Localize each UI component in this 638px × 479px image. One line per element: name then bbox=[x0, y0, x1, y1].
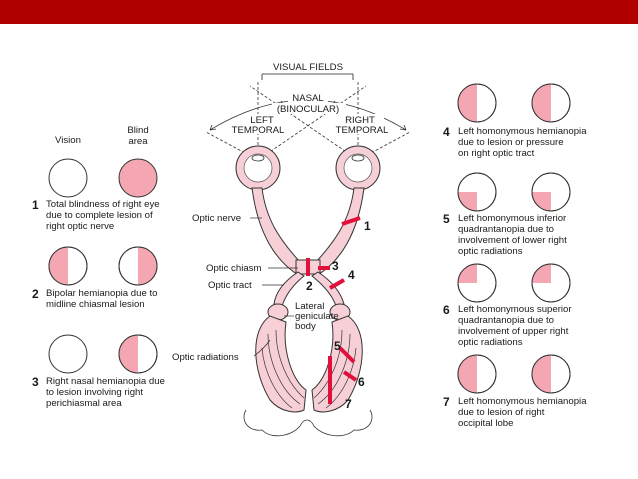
optic-pathway bbox=[251, 187, 365, 413]
lesion-7-number: 7 bbox=[345, 397, 352, 411]
field-4-right bbox=[531, 83, 571, 123]
lesion-4-label-number: 4 bbox=[443, 125, 450, 139]
lesion-2-number: 2 bbox=[306, 279, 313, 293]
visual-fields-label: VISUAL FIELDS bbox=[273, 62, 343, 73]
lesion-3-line: to lesion involving right bbox=[46, 387, 144, 398]
optic-radiations-label: Optic radiations bbox=[172, 352, 239, 363]
occipital-outline bbox=[243, 409, 373, 437]
lesion-3-number: 3 bbox=[332, 259, 339, 273]
field-3-left bbox=[48, 334, 88, 374]
radiation-fibers bbox=[261, 329, 357, 409]
vision-column-header: Vision bbox=[55, 135, 81, 146]
lesion-5-label-number: 5 bbox=[443, 212, 450, 226]
lesion-7-label-number: 7 bbox=[443, 395, 450, 409]
geniculate-label: geniculate bbox=[295, 311, 339, 322]
header-bar bbox=[0, 0, 638, 24]
lesion-4-mark bbox=[329, 278, 345, 290]
optic-chiasm-label: Optic chiasm bbox=[206, 263, 261, 274]
lesion-2-label-number: 2 bbox=[32, 287, 39, 301]
lesion-7-line: due to lesion of right bbox=[458, 407, 545, 418]
leader-lines bbox=[250, 217, 298, 357]
right-temporal-label: TEMPORAL bbox=[336, 125, 389, 136]
lesion-7-line: Left homonymous hemianopia bbox=[458, 396, 587, 407]
lesion-7-line: occipital lobe bbox=[458, 418, 514, 429]
field-5-left bbox=[457, 172, 497, 212]
field-6-right bbox=[531, 263, 571, 303]
lesion-marks bbox=[306, 216, 361, 404]
lesion-6-line: involvement of upper right bbox=[458, 326, 569, 337]
lesion-1-line: Total blindness of right eye bbox=[46, 199, 160, 210]
lesion-4-line: Left homonymous hemianopia bbox=[458, 126, 587, 137]
lesion-1-number: 1 bbox=[364, 219, 371, 233]
lesion-5-number: 5 bbox=[334, 339, 341, 353]
optic-tract-label: Optic tract bbox=[208, 280, 252, 291]
lesion-1-mark bbox=[341, 216, 361, 226]
lesion-4-line: on right optic tract bbox=[458, 148, 535, 159]
body-label: body bbox=[295, 321, 316, 332]
lesion-6-line: quadrantanopia due to bbox=[458, 315, 555, 326]
lesion-2-line: Bipolar hemianopia due to bbox=[46, 288, 158, 299]
field-2-right bbox=[118, 246, 158, 286]
left-temporal-label: TEMPORAL bbox=[232, 125, 285, 136]
field-4-left bbox=[457, 83, 497, 123]
lesion-1-line: due to complete lesion of bbox=[46, 210, 153, 221]
field-2-left bbox=[48, 246, 88, 286]
lateral-label: Lateral bbox=[295, 301, 324, 312]
lesion-2-line: midline chiasmal lesion bbox=[46, 299, 145, 310]
lesion-5-line: quadrantanopia due to bbox=[458, 224, 555, 235]
field-1-blind bbox=[118, 158, 158, 198]
right-label: RIGHT bbox=[345, 115, 375, 126]
field-3-right bbox=[118, 334, 158, 374]
lesion-1-label-number: 1 bbox=[32, 198, 39, 212]
lesion-3-line: Right nasal hemianopia due bbox=[46, 376, 165, 387]
lesion-4-line: due to lesion or pressure bbox=[458, 137, 564, 148]
lesion-6-line: optic radiations bbox=[458, 337, 523, 348]
lesion-6-mark bbox=[342, 370, 358, 382]
lesion-3-label-number: 3 bbox=[32, 375, 39, 389]
field-6-left bbox=[457, 263, 497, 303]
lesion-5-mark bbox=[338, 346, 356, 364]
nasal-label: NASAL bbox=[292, 93, 324, 104]
lesion-5-line: involvement of lower right bbox=[458, 235, 567, 246]
lesion-5-line: optic radiations bbox=[458, 246, 523, 257]
field-1-vision bbox=[48, 158, 88, 198]
right-eye bbox=[335, 145, 381, 191]
lesion-4-number: 4 bbox=[348, 268, 355, 282]
field-7-left bbox=[457, 354, 497, 394]
binocular-label: (BINOCULAR) bbox=[277, 104, 339, 115]
field-5-right bbox=[531, 172, 571, 212]
lesion-1-line: right optic nerve bbox=[46, 221, 115, 232]
left-eye bbox=[235, 145, 281, 191]
field-7-right bbox=[531, 354, 571, 394]
optic-nerve-label: Optic nerve bbox=[192, 213, 241, 224]
lesion-6-line: Left homonymous superior bbox=[458, 304, 572, 315]
lesion-5-line: Left homonymous inferior bbox=[458, 213, 567, 224]
lesion-6-number: 6 bbox=[358, 375, 365, 389]
lesion-6-label-number: 6 bbox=[443, 303, 450, 317]
lesion-3-line: perichiasmal area bbox=[46, 398, 122, 409]
blind-area-column-header: Blind area bbox=[127, 125, 149, 147]
left-label: LEFT bbox=[250, 115, 274, 126]
